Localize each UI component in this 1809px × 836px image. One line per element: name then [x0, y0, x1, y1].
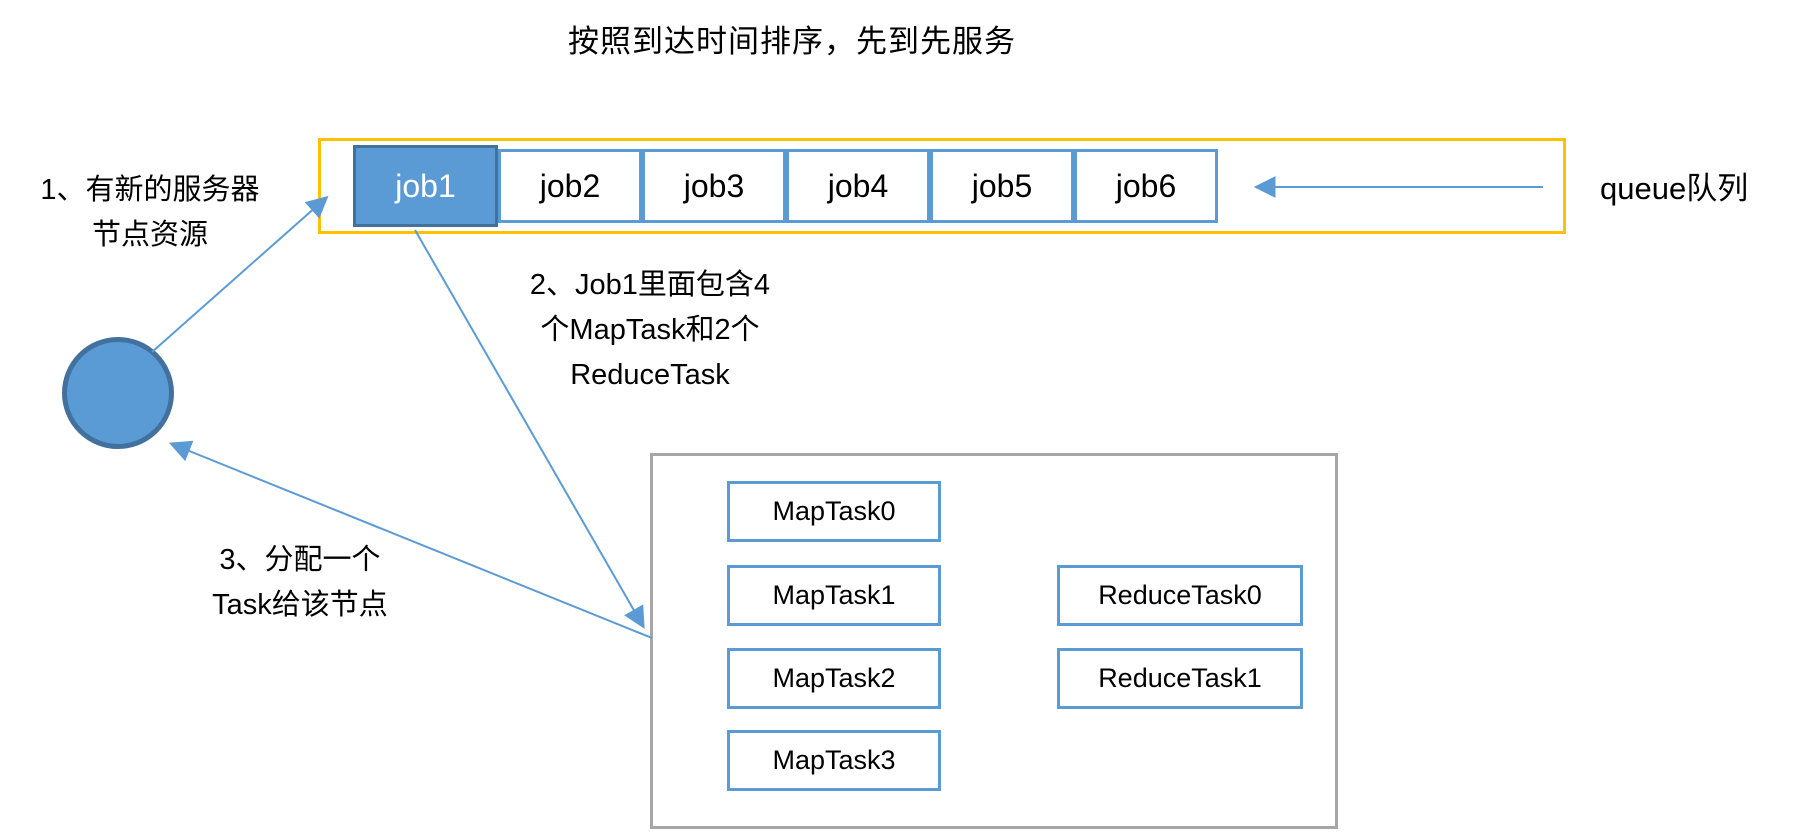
step2-note: 2、Job1里面包含4 个MapTask和2个 ReduceTask: [455, 263, 845, 398]
queue-cell-job3: job3: [642, 149, 786, 223]
maptask1-box: MapTask1: [727, 565, 941, 626]
step3-line2: Task给该节点: [212, 589, 388, 621]
step1-line2: 节点资源: [91, 219, 208, 251]
step2-line2: 个MapTask和2个: [540, 314, 760, 346]
step1-note: 1、有新的服务器 节点资源: [0, 168, 300, 258]
reducetask1-box: ReduceTask1: [1057, 648, 1303, 709]
maptask3-box: MapTask3: [727, 730, 941, 791]
maptask0-box: MapTask0: [727, 481, 941, 542]
queue-cell-job6: job6: [1074, 149, 1218, 223]
server-node-circle: [62, 337, 174, 449]
queue-cell-job2: job2: [498, 149, 642, 223]
reducetask0-box: ReduceTask0: [1057, 565, 1303, 626]
queue-cell-job4: job4: [786, 149, 930, 223]
step2-line1: 2、Job1里面包含4: [529, 269, 771, 301]
queue-label: queue队列: [1600, 171, 1749, 206]
diagram-title: 按照到达时间排序，先到先服务: [568, 24, 1016, 59]
step3-line1: 3、分配一个: [219, 544, 381, 576]
step3-note: 3、分配一个 Task给该节点: [160, 538, 440, 628]
job-queue-row: job1 job2 job3 job4 job5 job6: [353, 145, 1218, 227]
maptask2-box: MapTask2: [727, 648, 941, 709]
queue-cell-job5: job5: [930, 149, 1074, 223]
queue-outline-box: [318, 138, 1566, 234]
job1-tasks-container: MapTask0 MapTask1 MapTask2 MapTask3 Redu…: [650, 453, 1338, 829]
step1-line1: 1、有新的服务器: [40, 174, 260, 206]
queue-cell-job1: job1: [353, 145, 498, 227]
step2-line3: ReduceTask: [570, 359, 730, 391]
